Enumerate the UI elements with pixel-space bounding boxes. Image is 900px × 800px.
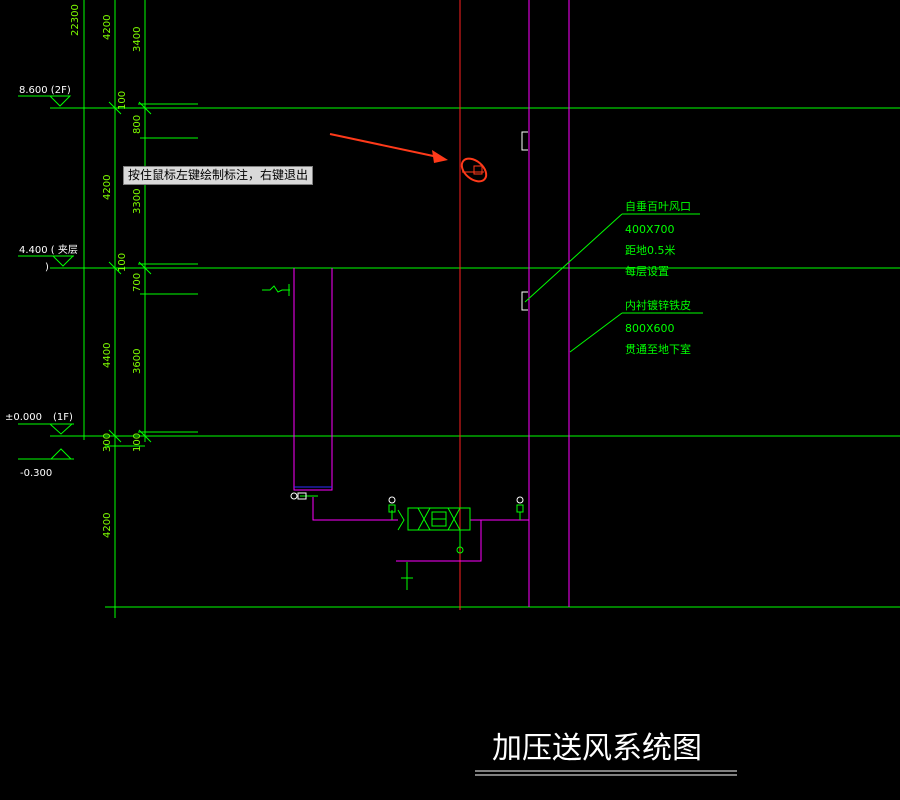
dim-text: 100 (117, 253, 128, 272)
dim-text: 300 (102, 433, 113, 452)
dim-text: 3300 (132, 189, 143, 214)
svg-text:自垂百叶风口: 自垂百叶风口 (625, 200, 691, 213)
dim-text: 100 (117, 91, 128, 110)
dim-text: 4200 (102, 175, 113, 200)
level-text-2f: 8.600 (2F) (19, 85, 71, 96)
cursor-tooltip: 按住鼠标左键绘制标注，右键退出 (123, 166, 314, 185)
annotation-arrow (329, 133, 448, 163)
dimension-texts: 22300 4200 4200 4400 4200 3400 100 800 3… (70, 4, 143, 538)
drawing-title: 加压送风系统图 (492, 731, 702, 766)
air-outlet-2f (521, 131, 528, 151)
dim-text: 800 (132, 115, 143, 134)
duct-vertical (262, 268, 333, 491)
dim-text: 22300 (70, 4, 81, 36)
annotation-circle (460, 157, 488, 183)
dim-text: 3400 (132, 27, 143, 52)
dim-text: 700 (132, 273, 143, 292)
note-shaft: 内衬镀锌铁皮 800X600 贯通至地下室 (625, 298, 691, 356)
dim-text: 3600 (132, 349, 143, 374)
svg-text:内衬镀锌铁皮: 内衬镀锌铁皮 (625, 298, 691, 312)
level-text-mezzanine-close: ) (45, 262, 49, 273)
dimension-lines (83, 0, 198, 618)
level-text-1f-elev: ±0.000 (5, 412, 42, 423)
fan-unit (388, 496, 524, 554)
note-outlet: 自垂百叶风口 400X700 距地0.5米 每层设置 (625, 200, 691, 278)
svg-text:800X600: 800X600 (625, 322, 675, 335)
level-text-1f-name: (1F) (53, 412, 73, 423)
dim-text: 100 (132, 433, 143, 452)
dim-text: 4200 (102, 513, 113, 538)
dim-text: 4400 (102, 343, 113, 368)
air-outlet-mezzanine (521, 291, 528, 311)
svg-text:400X700: 400X700 (625, 223, 675, 236)
level-text-mezzanine: 4.400 ( 夹层 (19, 243, 78, 256)
leader-lines (524, 213, 703, 353)
level-text-base: -0.300 (20, 468, 52, 479)
dim-text: 4200 (102, 15, 113, 40)
svg-text:贯通至地下室: 贯通至地下室 (625, 342, 691, 356)
svg-text:每层设置: 每层设置 (625, 264, 669, 278)
level-markers: 8.600 (2F) 4.400 ( 夹层 ) ±0.000 (1F) -0.3… (5, 85, 78, 479)
duct-horizontal (290, 492, 529, 590)
svg-text:距地0.5米: 距地0.5米 (625, 244, 676, 257)
